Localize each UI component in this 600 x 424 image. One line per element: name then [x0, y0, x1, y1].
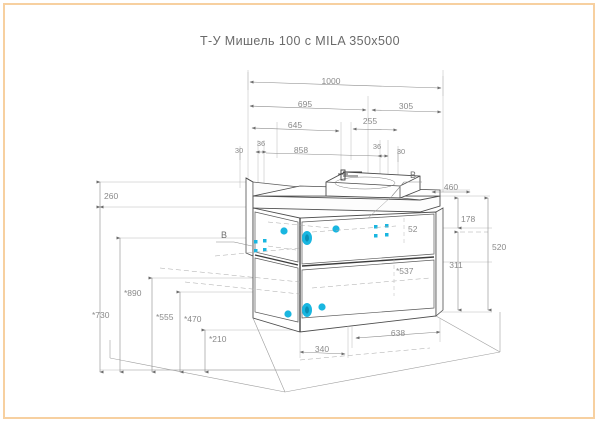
dim-260-label: 260 — [104, 191, 118, 201]
dim-470-label: *470 — [184, 314, 202, 324]
washbasin — [325, 171, 421, 199]
drawer-front-upper-right[interactable] — [301, 213, 435, 265]
dim-858-label: 858 — [294, 145, 308, 155]
callout-b-left-group: B — [216, 230, 253, 247]
bottom-dimension-chain: 340 638 — [299, 318, 441, 358]
dim-305-label: 305 — [399, 101, 413, 111]
dim-right-36-label: 36 — [373, 142, 381, 151]
callout-b-right-group: B — [391, 170, 422, 197]
left-dimension-stack: 260 *730 *890 *555 *470 *210 — [92, 180, 227, 374]
top-dimension-chain: 1000 695 305 645 255 30 36 858 36 30 — [235, 72, 444, 162]
dim-left-36-label: 36 — [257, 139, 265, 148]
extension-lines — [100, 70, 492, 371]
interior-labels: 52 *537 — [393, 218, 418, 296]
floor-projection-outline — [109, 312, 501, 393]
hardware-mount-marks-left — [254, 239, 267, 253]
dim-555-label: *555 — [156, 312, 174, 322]
dim-638-label: 638 — [391, 328, 405, 338]
dim-178-label: 178 — [461, 214, 475, 224]
callout-b-left-label: B — [221, 230, 227, 240]
dim-460-label: 460 — [444, 182, 458, 192]
hardware-mount-marks-right — [374, 224, 389, 238]
dim-210-label: *210 — [209, 334, 227, 344]
dim-695-label: 695 — [298, 99, 312, 109]
dim-52-label: 52 — [408, 224, 418, 234]
dim-890-label: *890 — [124, 288, 142, 298]
dim-left-30-label: 30 — [235, 146, 243, 155]
dim-645-label: 645 — [288, 120, 302, 130]
dim-1000-label: 1000 — [322, 76, 341, 86]
page-title: Т-У Мишель 100 с MILA 350х500 — [199, 34, 401, 48]
callout-b-right-label: B — [410, 170, 416, 180]
drawer-front-upper-left[interactable] — [254, 211, 299, 263]
cabinet-assembly — [245, 169, 444, 333]
hardware-fittings-lower — [284, 303, 326, 318]
drawer-front-lower-left[interactable] — [254, 257, 299, 323]
dim-255-label: 255 — [363, 116, 377, 126]
dim-311-label: 311 — [449, 260, 463, 270]
dim-right-30-label: 30 — [397, 147, 405, 156]
hardware-fittings-upper — [280, 225, 340, 245]
drawer-gap-lines — [254, 254, 435, 267]
dim-340-label: 340 — [315, 344, 329, 354]
right-dimension-stack: 460 178 520 311 — [431, 182, 506, 312]
drawer-front-lower-right[interactable] — [301, 259, 435, 319]
dim-537-label: *537 — [396, 266, 414, 276]
faucet — [338, 169, 362, 181]
dim-730-label: *730 — [92, 310, 110, 320]
basin-leader-line — [367, 195, 393, 219]
dim-520-label: 520 — [492, 242, 506, 252]
hidden-construction-lines — [159, 221, 488, 361]
